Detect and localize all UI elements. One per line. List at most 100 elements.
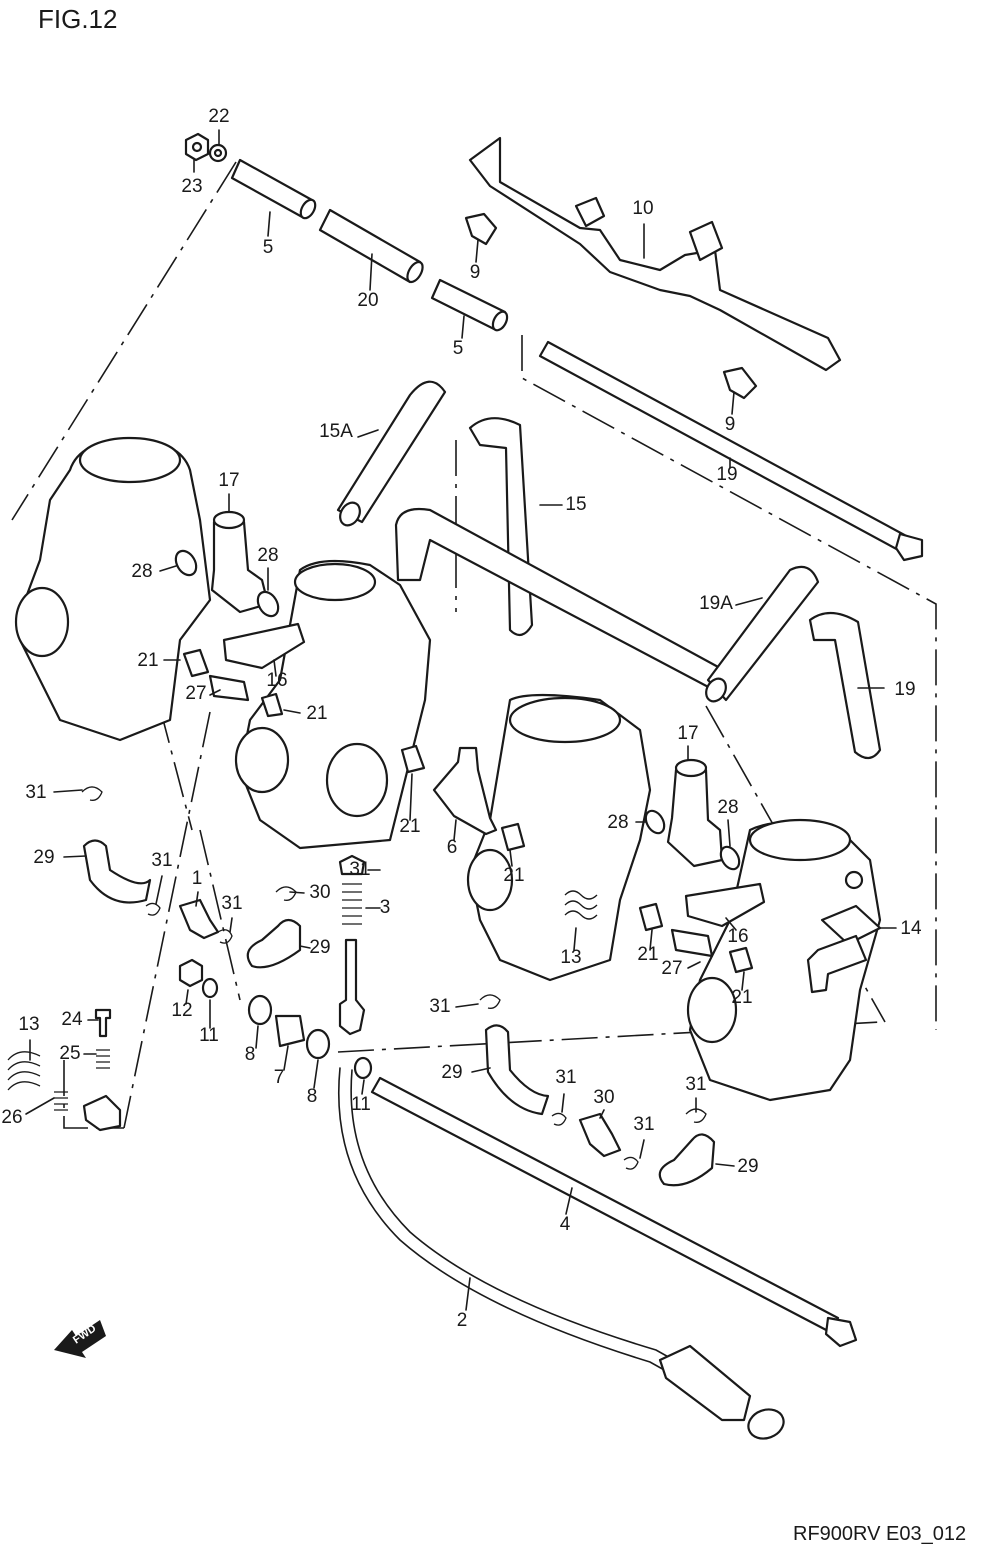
hose-29-mid — [246, 918, 302, 969]
breather-tube-20 — [318, 208, 424, 284]
callout-29: 29 — [441, 1062, 462, 1083]
o-ring-28-left-b — [256, 590, 280, 618]
callout-29: 29 — [33, 847, 54, 868]
callout-31: 31 — [349, 859, 370, 880]
callout-25: 25 — [59, 1043, 80, 1064]
screw-adjuster — [338, 938, 366, 1036]
fitting-17-left — [210, 510, 270, 614]
leader-line — [741, 971, 745, 991]
bracket-10 — [468, 136, 842, 372]
leader-line — [267, 211, 271, 237]
leader-line — [731, 391, 735, 415]
leader-line — [471, 1067, 491, 1073]
spring-13-center — [564, 890, 598, 920]
fitting-16-left — [222, 622, 306, 670]
callout-29: 29 — [309, 937, 330, 958]
leader-line — [465, 1277, 471, 1311]
nipple-21-left-b — [260, 692, 284, 718]
callout-22: 22 — [208, 106, 229, 127]
callout-15A: 15A — [319, 421, 353, 442]
callout-20: 20 — [357, 290, 378, 311]
leader-line — [455, 1003, 479, 1008]
callout-6: 6 — [447, 837, 458, 858]
callout-27: 27 — [185, 683, 206, 704]
leader-line — [63, 855, 87, 858]
plug-27-left — [208, 674, 250, 702]
clip-31-left — [81, 786, 103, 801]
rod-4 — [370, 1076, 858, 1348]
collar-7 — [274, 1014, 306, 1048]
callout-28: 28 — [131, 561, 152, 582]
hose-29-lower — [484, 1024, 550, 1116]
callout-7: 7 — [274, 1067, 285, 1088]
callout-30: 30 — [593, 1087, 614, 1108]
clip-9b — [722, 366, 758, 400]
callout-21: 21 — [731, 987, 752, 1008]
hose-19a — [705, 565, 820, 703]
callout-30: 30 — [309, 882, 330, 903]
leader-line — [649, 929, 653, 951]
leader-line — [195, 891, 199, 907]
callout-11: 11 — [351, 1094, 371, 1115]
breather-tube-5b — [430, 278, 509, 332]
screw-24 — [94, 1008, 112, 1038]
fitting-16-right — [684, 882, 766, 928]
leader-line — [727, 819, 731, 847]
carburetor-left-outer — [14, 436, 212, 742]
leader-line — [453, 819, 457, 841]
callout-17: 17 — [218, 470, 239, 491]
leader-line — [25, 1097, 55, 1115]
callout-labels: 22235209510915A151917282819A211627211917… — [1, 106, 922, 1331]
callout-4: 4 — [560, 1214, 571, 1235]
leader-line — [409, 773, 413, 821]
spacer-8-a — [247, 994, 273, 1026]
callout-31: 31 — [151, 850, 172, 871]
callout-14: 14 — [900, 918, 922, 939]
clip-31-right — [685, 1108, 707, 1123]
callout-3: 3 — [380, 897, 391, 918]
clip-9 — [464, 212, 498, 246]
callout-28: 28 — [257, 545, 278, 566]
leader-line — [573, 927, 577, 951]
figure-code: RF900RV E03_012 — [793, 1523, 966, 1545]
spacer-8-b — [305, 1028, 331, 1060]
callout-9: 9 — [725, 414, 736, 435]
callout-23: 23 — [181, 176, 202, 197]
callout-8: 8 — [307, 1086, 318, 1107]
nipple-21-center-b — [500, 822, 526, 852]
leader-line — [725, 917, 737, 931]
fitting-17-right — [666, 758, 724, 868]
callout-9: 9 — [470, 262, 481, 283]
callout-31: 31 — [685, 1074, 706, 1095]
callout-5: 5 — [453, 338, 464, 359]
figure-title: FIG.12 — [38, 4, 117, 34]
callout-12: 12 — [171, 1000, 192, 1021]
hose-15 — [394, 417, 722, 692]
leader-line — [687, 961, 701, 969]
callout-2: 2 — [457, 1310, 468, 1331]
callout-28: 28 — [717, 797, 738, 818]
callout-21: 21 — [137, 650, 158, 671]
leader-line — [475, 239, 479, 263]
callout-31: 31 — [429, 996, 450, 1017]
leader-line — [283, 709, 301, 714]
leader-line — [299, 945, 311, 949]
leader-line — [53, 789, 83, 793]
callout-31: 31 — [555, 1067, 576, 1088]
clip-31-lower-c — [623, 1156, 639, 1170]
leader-line — [209, 689, 221, 696]
leader-line — [159, 565, 177, 572]
callout-10: 10 — [632, 198, 653, 219]
callout-13: 13 — [18, 1014, 39, 1035]
washer-22 — [208, 143, 228, 163]
callout-31: 31 — [221, 893, 242, 914]
callout-1: 1 — [192, 868, 203, 889]
callout-21: 21 — [306, 703, 327, 724]
callout-21: 21 — [503, 865, 524, 886]
leader-line — [565, 1187, 573, 1215]
clip-31-lower — [479, 994, 501, 1009]
callout-11: 11 — [199, 1025, 219, 1046]
leader-line — [273, 659, 277, 677]
callout-27: 27 — [661, 958, 682, 979]
o-ring-28-right-b — [719, 845, 741, 871]
